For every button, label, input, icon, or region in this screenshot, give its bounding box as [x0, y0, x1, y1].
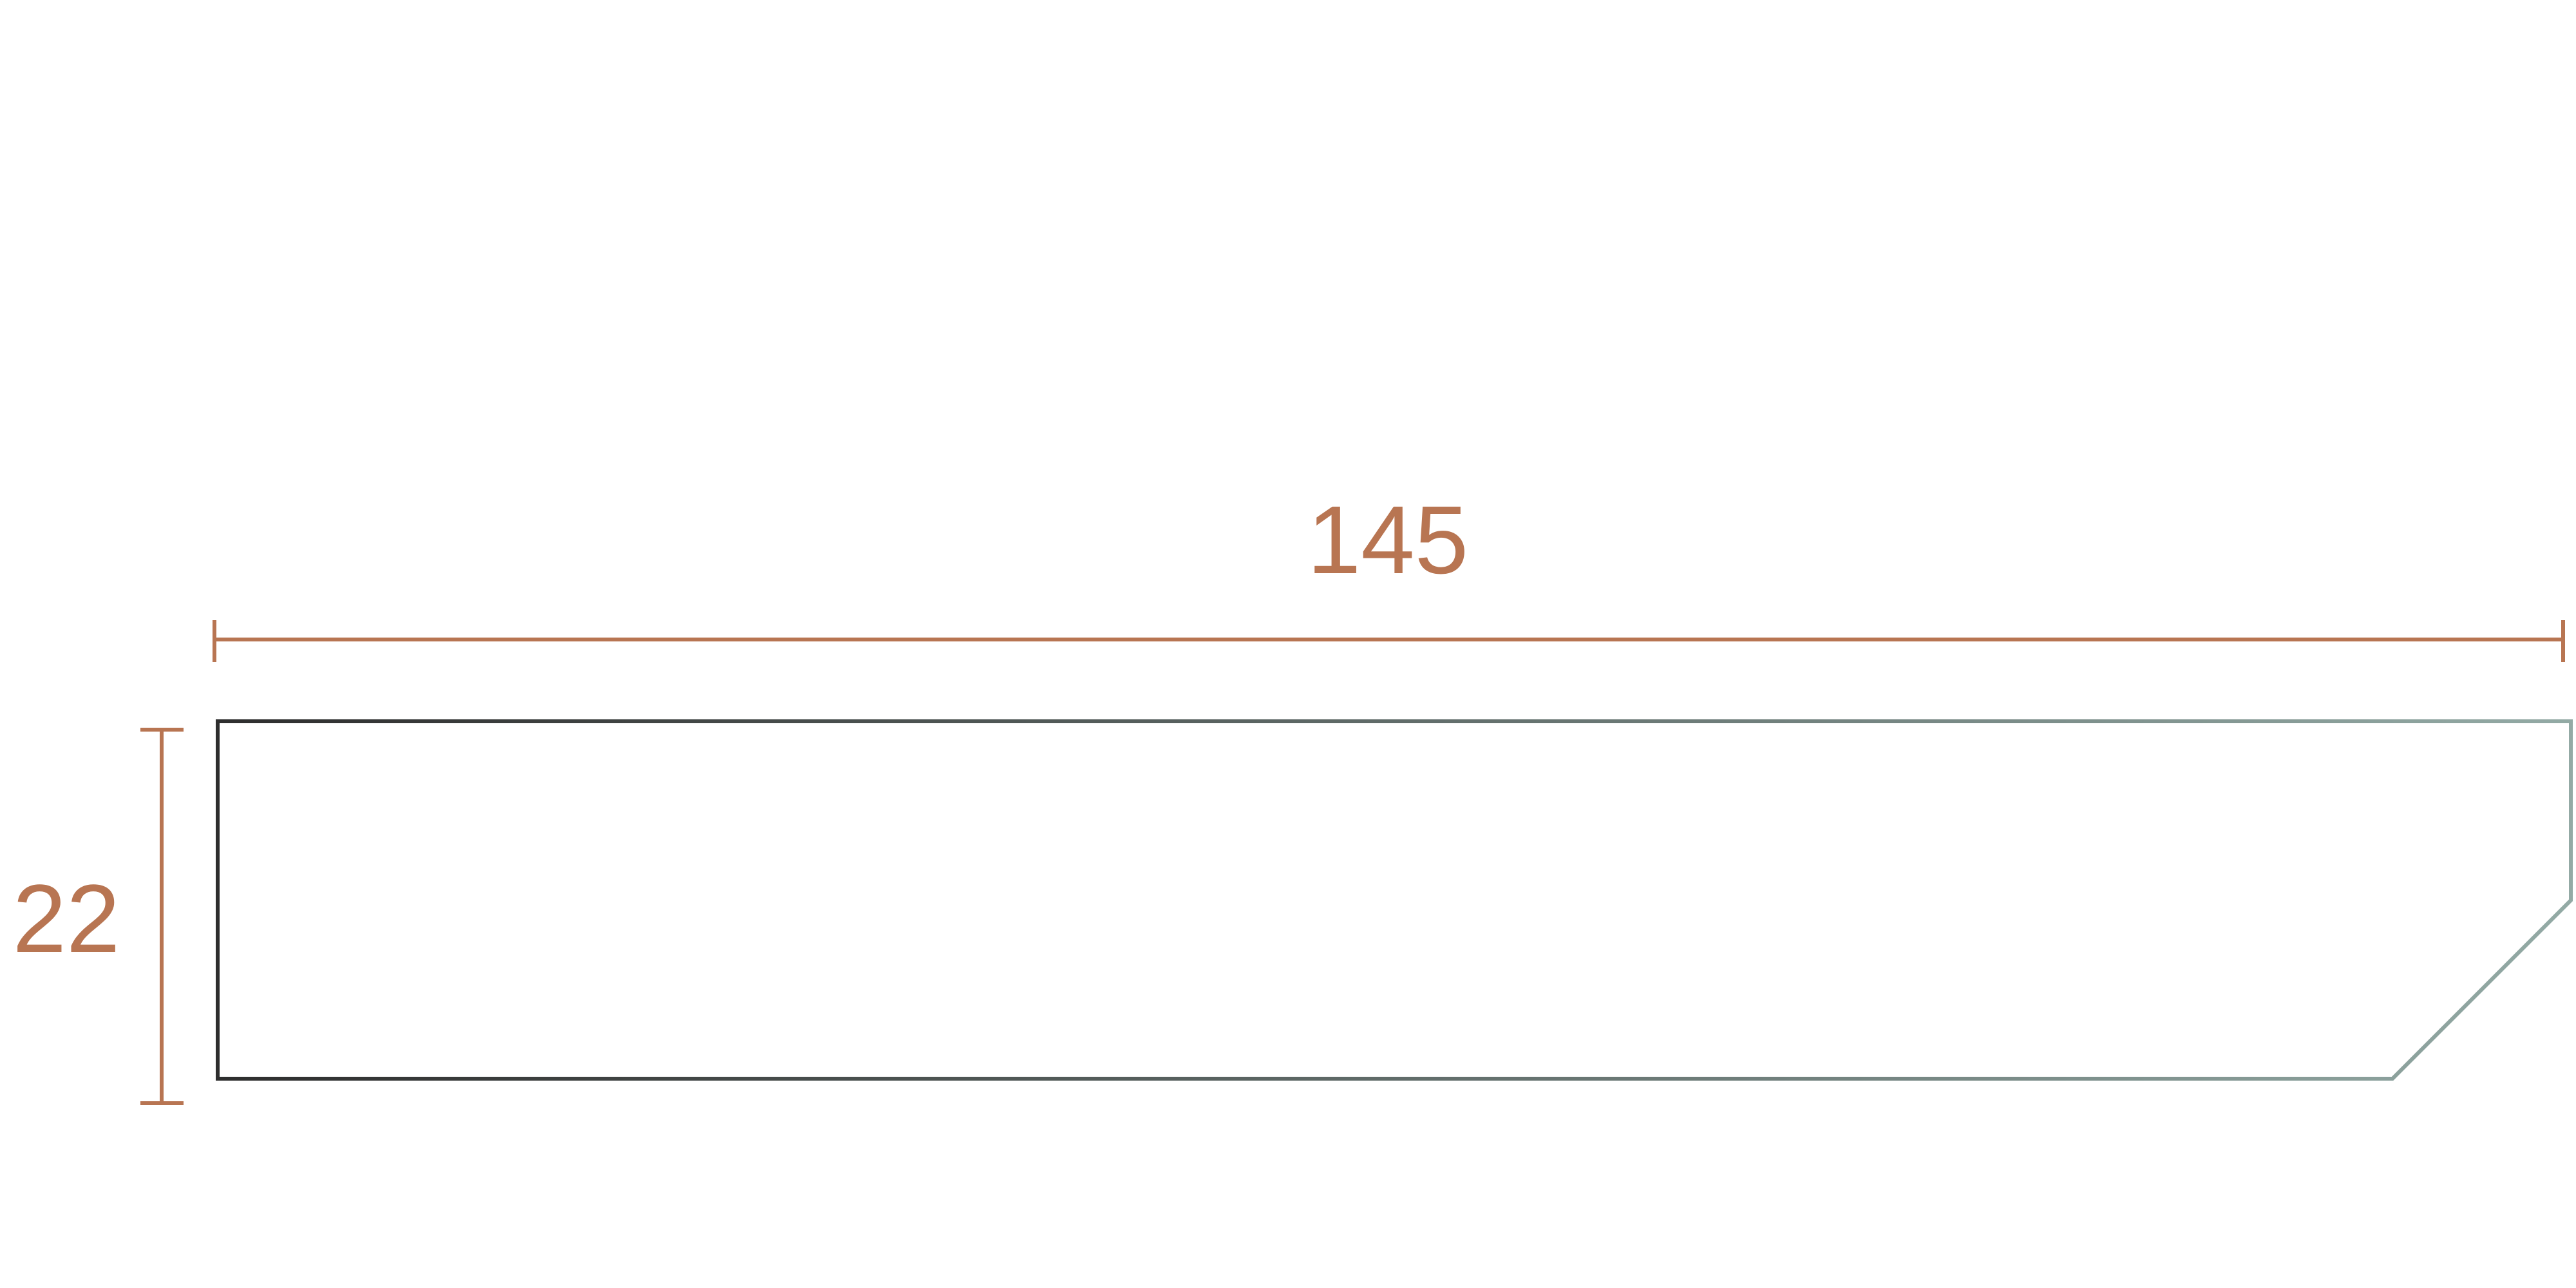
- width-dimension: 145: [213, 486, 2565, 662]
- height-dimension: 22: [13, 728, 184, 1105]
- width-dimension-label: 145: [1307, 486, 1468, 594]
- board-profile-outline: [216, 719, 2573, 1081]
- height-dimension-label: 22: [13, 864, 120, 972]
